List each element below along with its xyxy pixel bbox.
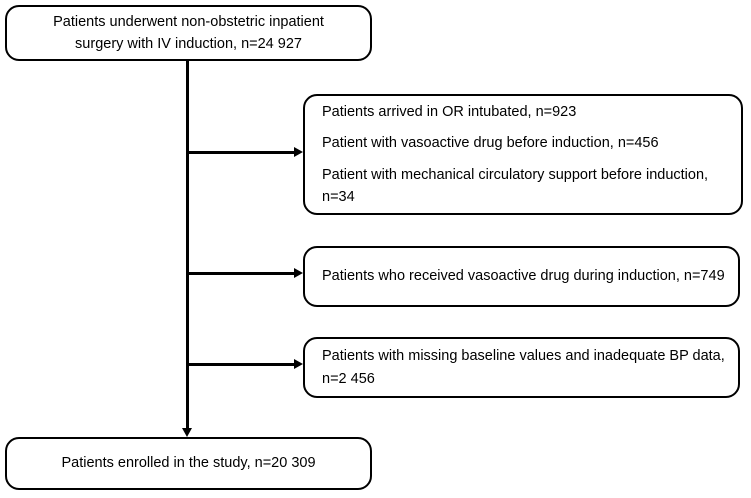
node-source-population-line-2: surgery with IV induction, n=24 927 <box>75 36 302 52</box>
node-exclusion-1-line-2: Patient with vasoactive drug before indu… <box>322 135 659 152</box>
node-exclusion-2-line-1: Patients who received vasoactive drug du… <box>322 268 725 285</box>
node-exclusion-3: Patients with missing baseline values an… <box>303 337 740 398</box>
node-source-population-line-1: Patients underwent non-obstetric inpatie… <box>53 13 324 30</box>
spine-arrowhead-down <box>182 428 192 437</box>
node-exclusion-3-line-1: Patients with missing baseline values an… <box>322 348 725 387</box>
node-exclusion-1-line-1: Patients arrived in OR intubated, n=923 <box>322 104 577 121</box>
node-exclusion-1-line-3: Patient with mechanical circulatory supp… <box>322 166 709 205</box>
spine-vertical-line <box>186 60 189 430</box>
branch-2-horizontal-line <box>188 272 295 275</box>
node-exclusion-1: Patients arrived in OR intubated, n=923 … <box>303 94 743 215</box>
branch-2-arrowhead <box>294 268 303 278</box>
branch-1-horizontal-line <box>188 151 295 154</box>
node-final-enrolled: Patients enrolled in the study, n=20 309 <box>5 437 372 490</box>
node-source-population: Patients underwent non-obstetric inpatie… <box>5 5 372 61</box>
node-exclusion-2: Patients who received vasoactive drug du… <box>303 246 740 307</box>
branch-3-arrowhead <box>294 359 303 369</box>
branch-3-horizontal-line <box>188 363 295 366</box>
branch-1-arrowhead <box>294 147 303 157</box>
node-final-enrolled-line-1: Patients enrolled in the study, n=20 309 <box>61 455 316 472</box>
